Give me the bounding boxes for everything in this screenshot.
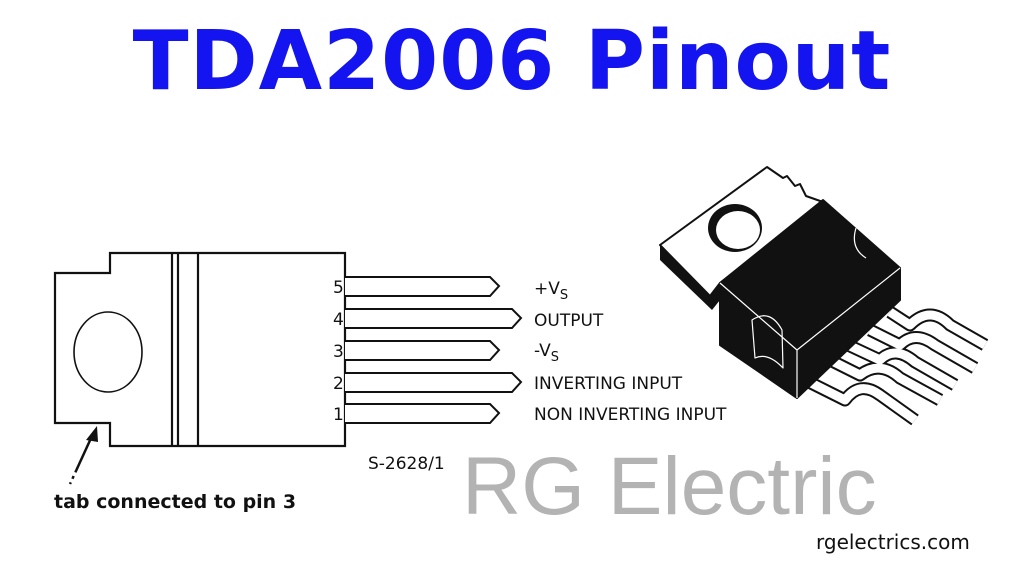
arrow-icon <box>68 426 98 485</box>
svg-text:-VS: -VS <box>534 341 559 365</box>
pin-number: 5 <box>333 278 344 298</box>
package-outline <box>53 251 347 448</box>
pin-label: INVERTING INPUT <box>534 374 683 394</box>
pin-2 <box>345 372 523 393</box>
tab-note: tab connected to pin 3 <box>54 491 296 513</box>
pin-label: NON INVERTING INPUT <box>534 405 727 425</box>
pin-3 <box>345 340 501 361</box>
pin-label: +V <box>534 279 560 299</box>
pin-label: -V <box>534 341 551 361</box>
pin-1 <box>345 403 501 424</box>
pin-number: 2 <box>333 374 344 394</box>
pin-numbers: 5 4 3 2 1 <box>333 278 344 425</box>
pins <box>345 276 523 424</box>
pin-number: 1 <box>333 405 344 425</box>
pin-4 <box>345 308 523 329</box>
package-3d-illustration <box>659 166 989 426</box>
website-url: rgelectrics.com <box>816 530 970 554</box>
pin-labels: +VS OUTPUT -VS INVERTING INPUT NON INVER… <box>534 279 727 425</box>
pin-number: 3 <box>333 342 344 362</box>
svg-text:+VS: +VS <box>534 279 568 303</box>
watermark: RG Electric <box>462 441 877 532</box>
page-title: TDA2006 Pinout <box>132 14 892 109</box>
pin-number: 4 <box>333 310 344 330</box>
figure-code: S-2628/1 <box>368 454 445 474</box>
pin-label: OUTPUT <box>534 311 604 331</box>
pin-5 <box>345 276 501 297</box>
